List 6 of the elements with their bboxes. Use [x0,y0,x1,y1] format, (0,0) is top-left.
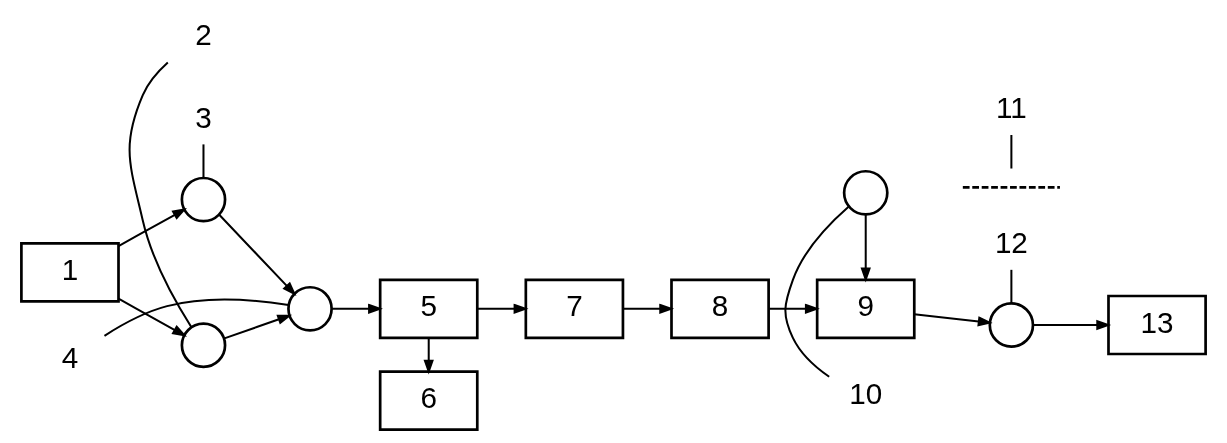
node-text: 2 [195,18,212,52]
node-text: 3 [195,100,212,134]
node-text: 10 [849,377,883,411]
node-text: 4 [61,340,79,374]
node-text: 12 [994,225,1028,259]
node-text: 11 [995,91,1027,125]
